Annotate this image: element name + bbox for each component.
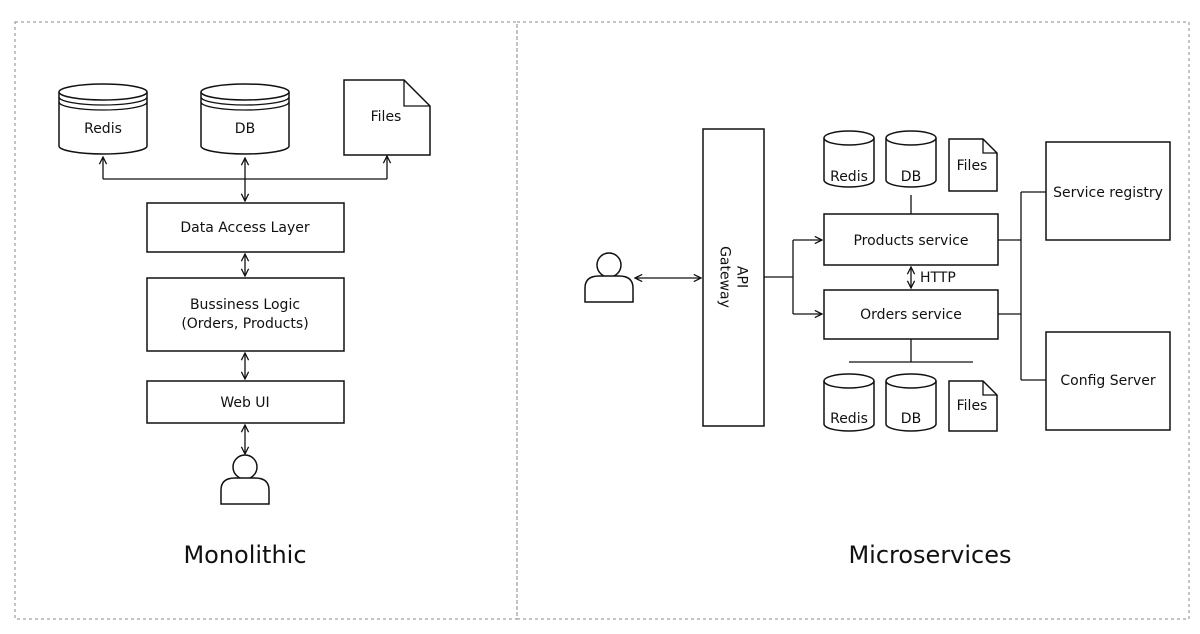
orders-db-database-icon bbox=[885, 373, 937, 432]
products-redis-label: Redis bbox=[830, 169, 868, 185]
mono-db-label: DB bbox=[235, 121, 255, 137]
products-redis-database-icon bbox=[823, 130, 875, 188]
orders-files-label: Files bbox=[957, 398, 988, 414]
web-ui-label: Web UI bbox=[220, 395, 269, 411]
business-logic-label-line2: (Orders, Products) bbox=[181, 316, 308, 332]
products-service-label: Products service bbox=[853, 233, 968, 249]
service-registry-box bbox=[1045, 141, 1171, 241]
mono-db-database-icon bbox=[200, 83, 290, 155]
orders-files-document-icon bbox=[948, 380, 998, 432]
business-logic-box bbox=[146, 277, 345, 352]
api-gateway-box bbox=[702, 128, 765, 427]
microservices-title: Microservices bbox=[848, 541, 1011, 569]
web-ui-box bbox=[146, 380, 345, 424]
config-server-box bbox=[1045, 331, 1171, 431]
orders-service-box bbox=[823, 289, 999, 340]
orders-redis-database-icon bbox=[823, 373, 875, 432]
mono-files-document-icon bbox=[343, 79, 431, 156]
orders-db-label: DB bbox=[901, 411, 921, 427]
http-label: HTTP bbox=[920, 270, 956, 286]
mono-files-label: Files bbox=[371, 109, 402, 125]
monolithic-diagram: Redis DB Files Data Access Layer Bussine… bbox=[58, 79, 431, 569]
data-access-layer-box bbox=[146, 202, 345, 253]
products-service-box bbox=[823, 213, 999, 266]
microservices-diagram: API Gateway Redis DB Files Products serv… bbox=[584, 128, 1171, 569]
products-files-label: Files bbox=[957, 158, 988, 174]
microservices-panel bbox=[516, 21, 1190, 620]
mono-redis-database-icon bbox=[58, 83, 148, 155]
orders-redis-label: Redis bbox=[830, 411, 868, 427]
data-access-layer-label: Data Access Layer bbox=[180, 220, 310, 236]
service-registry-label: Service registry bbox=[1053, 185, 1163, 201]
products-db-label: DB bbox=[901, 169, 921, 185]
products-files-document-icon bbox=[948, 138, 998, 192]
mono-user-icon bbox=[220, 454, 270, 505]
api-gateway-label-line1: API bbox=[734, 266, 750, 288]
orders-service-label: Orders service bbox=[860, 307, 962, 323]
business-logic-label-line1: Bussiness Logic bbox=[190, 297, 300, 313]
api-gateway-label-line2: Gateway bbox=[717, 246, 733, 308]
config-server-label: Config Server bbox=[1060, 373, 1156, 389]
products-db-database-icon bbox=[885, 130, 937, 188]
mono-redis-label: Redis bbox=[84, 121, 122, 137]
micro-user-icon bbox=[584, 252, 634, 303]
monolithic-title: Monolithic bbox=[183, 541, 306, 569]
